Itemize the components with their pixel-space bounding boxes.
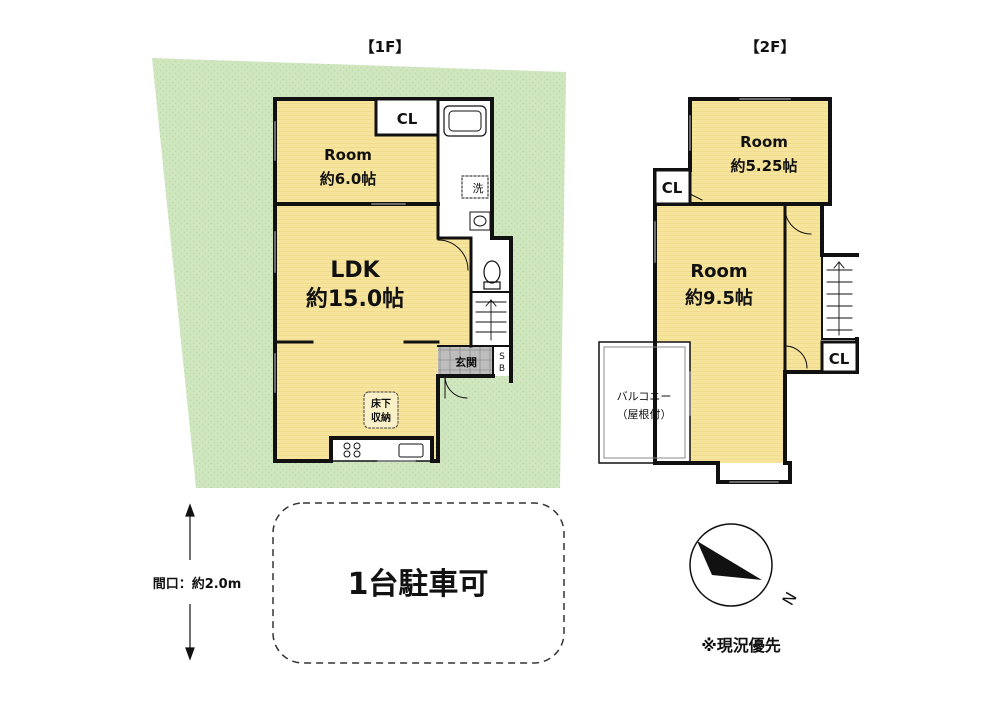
floor-label-2f: 【2F】 — [745, 38, 796, 56]
closet-top-label: CL — [662, 179, 683, 197]
laundry-label: 洗 — [473, 182, 484, 195]
balcony-label-2: （屋根付） — [617, 407, 672, 421]
room-small-size: 約5.25帖 — [730, 157, 797, 175]
kitchen-counter — [330, 437, 433, 462]
balcony-label-1: バルコニー — [617, 390, 672, 403]
note-text: ※現況優先 — [701, 636, 781, 655]
compass-north-label: N — [778, 589, 800, 609]
closet-right-label: CL — [829, 350, 850, 368]
ldk-name: LDK — [330, 258, 380, 283]
room-large-name: Room — [690, 261, 747, 282]
room-1f-size: 約6.0帖 — [320, 170, 377, 188]
hall-2f — [785, 204, 822, 372]
ldk-size: 約15.0帖 — [306, 286, 404, 312]
entrance-area — [438, 346, 493, 376]
parking-label: 1台駐車可 — [348, 567, 489, 602]
corridor-1f — [438, 238, 471, 346]
balcony-area — [599, 342, 690, 463]
parking-area — [272, 502, 565, 664]
floor-label-1f: 【1F】 — [360, 38, 411, 56]
storage-label-1: 床下 — [371, 397, 391, 410]
shoe-box-label-b: B — [499, 364, 505, 374]
ldk-area — [275, 204, 438, 461]
frontage-label: 間口：約2.0m — [153, 576, 242, 592]
room-525-area — [690, 99, 830, 204]
shoe-box-label-s: S — [499, 352, 505, 362]
walls-1f — [273, 97, 513, 463]
toilet-area-1f — [471, 238, 511, 292]
compass-icon — [689, 523, 773, 607]
wet-area-1f — [438, 99, 492, 238]
frontage-arrow — [185, 503, 195, 661]
room-large-size: 約9.5帖 — [685, 287, 753, 309]
stair-area-2f — [822, 255, 857, 339]
walls-2f — [598, 97, 859, 484]
shoe-box-area — [493, 346, 511, 376]
storage-label-2: 収納 — [371, 411, 391, 424]
entrance-label: 玄関 — [455, 355, 477, 369]
room-1f-name: Room — [324, 146, 372, 164]
room-small-name: Room — [740, 133, 788, 151]
closet-label-1f: CL — [397, 110, 418, 128]
